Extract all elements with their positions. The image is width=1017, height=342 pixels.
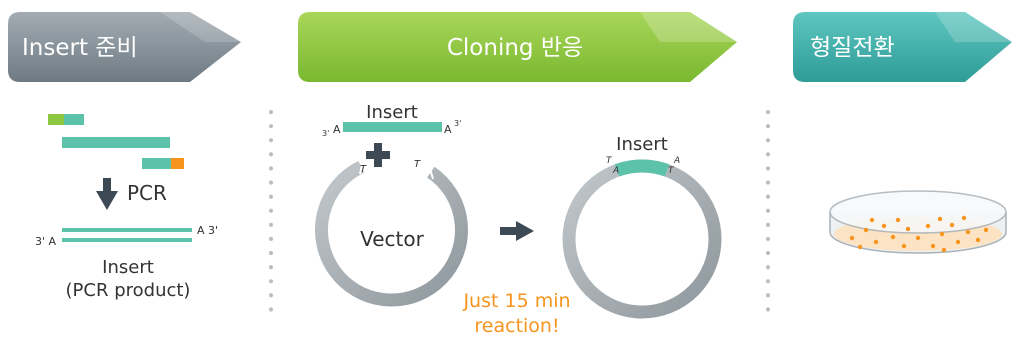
right-arrow-icon <box>500 221 534 241</box>
product-left-t: T <box>606 156 613 166</box>
pcr-product-end-left: 3' A <box>35 235 57 248</box>
vector-plasmid <box>315 159 468 307</box>
reaction-time-line1: Just 15 min <box>462 290 570 312</box>
stage-label-cloning: Cloning 반응 <box>447 35 583 61</box>
product-right-a: A <box>673 156 680 166</box>
product-left-a: A <box>612 166 619 176</box>
primer-fragment-1 <box>48 114 84 125</box>
stage-label-insert-prep: Insert 준비 <box>22 35 138 61</box>
insert-end-right-a: A <box>444 123 452 136</box>
plus-icon <box>366 143 390 167</box>
insert-end-left-a: A <box>333 123 341 136</box>
vector-label: Vector <box>360 227 425 251</box>
vector-overhang-left-t: T <box>360 164 367 175</box>
recombinant-plasmid <box>562 159 722 319</box>
down-arrow-icon <box>96 178 118 210</box>
stage-banner-transformation: 형질전환 <box>793 12 1012 82</box>
template-dna <box>62 137 170 148</box>
stage-banner-cloning: Cloning 반응 <box>298 12 737 82</box>
primer-fragment-2 <box>142 158 184 169</box>
pcr-product-sublabel: (PCR product) <box>66 280 191 301</box>
pcr-product-label: Insert <box>102 257 154 278</box>
vector-overhang-right-t: T <box>414 159 421 170</box>
stage-label-transformation: 형질전환 <box>810 35 895 61</box>
stage-banner-insert-prep: Insert 준비 <box>8 12 241 82</box>
insert-end-left-prime: 3' <box>322 129 329 138</box>
pcr-product-end-right: A 3' <box>197 224 218 237</box>
product-insert-label: Insert <box>616 134 668 155</box>
petri-dish-icon <box>829 190 1007 254</box>
pcr-label: PCR <box>127 181 167 205</box>
reaction-time-line2: reaction! <box>474 315 559 337</box>
insert-label: Insert <box>366 102 418 123</box>
insert-end-right-prime: 3' <box>454 119 461 128</box>
insert-fragment <box>343 122 442 132</box>
product-right-t: T <box>668 166 675 176</box>
bacterial-colonies <box>849 215 989 253</box>
pcr-product-dsdna <box>62 228 192 242</box>
